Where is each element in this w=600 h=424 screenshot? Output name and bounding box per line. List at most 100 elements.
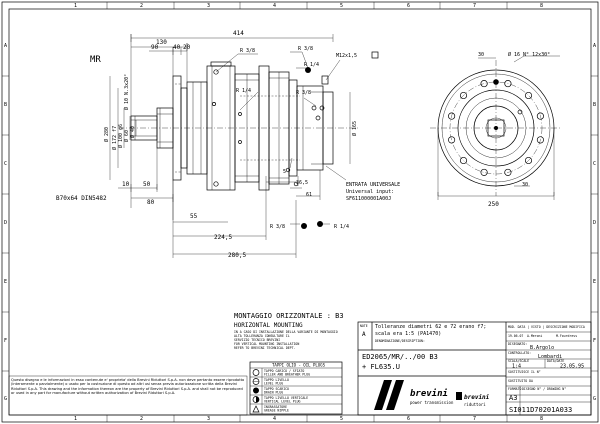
plug-grease-label-en: GREASE NIPPLE [264, 409, 289, 413]
disclaimer-text: Questo disegno e le informazioni in esso… [11, 378, 245, 396]
row-label: F [593, 338, 596, 344]
callout-leaders [215, 51, 341, 225]
plug-drain-label: TAPPO SCARICO [264, 387, 289, 391]
mod-header: MOD. DATA | VISTO | DESCRIZIONE MODIFICA [508, 325, 585, 329]
drawn-by: B.Argolo [530, 345, 554, 351]
replaces-label: SOSTITUISCE IL N° [508, 370, 541, 374]
montaggio-l6: FOR VERTICAL MOUNTING INSTALLATION [234, 342, 299, 346]
dim-d280: Ø 280 [103, 127, 110, 142]
bolt-hole [480, 168, 488, 176]
callout-m12: M12x1,5 [336, 53, 357, 59]
dim-130: 130 [156, 39, 167, 46]
dim-80: 80 [147, 199, 155, 206]
bolt-hole [504, 168, 512, 176]
plug-level-label-en: LEVEL PLUG [264, 382, 283, 386]
row-label: E [593, 279, 596, 285]
universal-input-note: ENTRATA UNIVERSALE Universal input: SF61… [325, 165, 400, 202]
row-label: D [4, 220, 7, 226]
bolt-hole [524, 156, 533, 165]
dim-d40: Ø 40 [129, 126, 136, 138]
callout-r38-top: R 3/8 [240, 48, 255, 54]
rev-label: NOTE [360, 324, 368, 328]
brand-name: brevini [410, 388, 448, 399]
dim-50: 50 [143, 181, 151, 188]
callout-r38-c: R 3/8 [296, 90, 311, 96]
tolerance-note: Tolleranze diametri 62 e 72 erano f7; [375, 324, 486, 330]
sheet-border-inner [8, 8, 592, 416]
checked-label: CONTROLLATO: [508, 351, 531, 355]
bolt-hole [504, 80, 512, 88]
top-dimension-lines [130, 34, 334, 116]
diameter-labels: Ø 10 N.3x20° Ø 280 Ø 172 f7 Ø 100 g6 Ø 6… [103, 74, 358, 150]
col-label: 7 [473, 416, 476, 422]
plug-level-label: TAPPO LIVELLO [264, 378, 289, 382]
bolt-hole [459, 91, 468, 100]
entrata-line2: Universal input: [346, 189, 394, 195]
row-label: D [593, 220, 596, 226]
entrata-line3: SF611000001A00J [346, 196, 391, 202]
scale-label: SCALA/SCALE [508, 359, 529, 363]
brevini-logo: brevini power transmission brevini ridut… [374, 380, 490, 410]
bolt-hole [480, 80, 488, 88]
dim-30-bottom: 30 [522, 182, 528, 188]
dim-90: 90 [151, 44, 159, 51]
plug-drain-label-en: DRAIN PLUG [264, 391, 283, 395]
rev-letter: A [362, 331, 366, 338]
mod-by: A.Meroni [527, 334, 542, 338]
bolt-hole [536, 112, 544, 120]
dim-40: 40 [173, 44, 181, 51]
dim-10: 10 [122, 181, 130, 188]
plug-fill-label: TAPPO CARICO / SFIATO [264, 369, 304, 373]
col-label: 8 [540, 416, 543, 422]
bottom-dimension-lines [118, 140, 321, 258]
dim-30-top: 30 [478, 52, 484, 58]
montaggio-l4: ALTA TOLLERANZA CONSULTARE IL [234, 334, 290, 338]
row-label: E [4, 279, 7, 285]
row-label: C [4, 161, 7, 167]
callout-r14-a: R 1/4 [304, 62, 319, 68]
bolt-hole [448, 112, 456, 120]
description-line2: + FL635.U [362, 363, 400, 371]
col-label: 6 [407, 3, 410, 9]
dim-250: 250 [488, 201, 499, 208]
entrata-line1: ENTRATA UNIVERSALE [346, 182, 400, 188]
spline-standard: B70x64 DIN5482 [56, 195, 107, 202]
dim-20: 20 [183, 44, 191, 51]
col-label: 3 [207, 3, 210, 9]
mounting-note: MONTAGGIO ORIZZONTALE : B3 HORIZONTAL MO… [234, 312, 344, 350]
mod-date: 19.06.07 [508, 334, 523, 338]
col-label: 7 [473, 3, 476, 9]
scale-note: scala era 1:5 (PA1470) [375, 331, 441, 337]
column-labels: 1 2 3 4 5 6 7 8 1 2 3 4 5 6 7 8 [74, 3, 543, 422]
plug-vlevel-label: TAPPO LIVELLO VERTICALE [264, 396, 308, 400]
row-label: A [593, 43, 596, 49]
dim-280-5: 280,5 [228, 252, 246, 259]
plugs-title: TAPPI OLIO - OIL PLUGS [272, 363, 326, 368]
dim-spline: Ø 10 N.3x20° [123, 74, 130, 110]
col-label: 6 [407, 416, 410, 422]
bolt-hole [448, 136, 456, 144]
bolt-hole [459, 156, 468, 165]
montaggio-title: MONTAGGIO ORIZZONTALE : B3 [234, 312, 344, 320]
mod-name: M.Fourdress [556, 334, 577, 338]
gear-housing [186, 61, 334, 191]
dim-55: 55 [190, 213, 198, 220]
row-label: G [4, 396, 7, 402]
dim-d172: Ø 172 f7 [111, 126, 118, 150]
dim-d100: Ø 100 g6 [117, 124, 124, 148]
view-label: MR [90, 55, 101, 65]
checked-by: Lombardi [538, 354, 562, 360]
callout-r38-bottom: R 3/8 [270, 224, 285, 230]
bolt-hole [536, 136, 544, 144]
dim-5: 5 [283, 169, 286, 175]
end-view [430, 60, 562, 196]
callout-r38-b: R 3/8 [298, 46, 313, 52]
scale-value: 1:4 [512, 364, 521, 370]
row-label: F [4, 338, 7, 344]
col-label: 5 [340, 416, 343, 422]
oil-plugs-table: TAPPI OLIO - OIL PLUGS TAPPO CARICO / SF… [249, 361, 343, 415]
row-labels: A B C D E F G A B C D E F G [4, 43, 596, 402]
drawing-number-label: DISEGNO N° / DRAWING N° [522, 387, 566, 391]
